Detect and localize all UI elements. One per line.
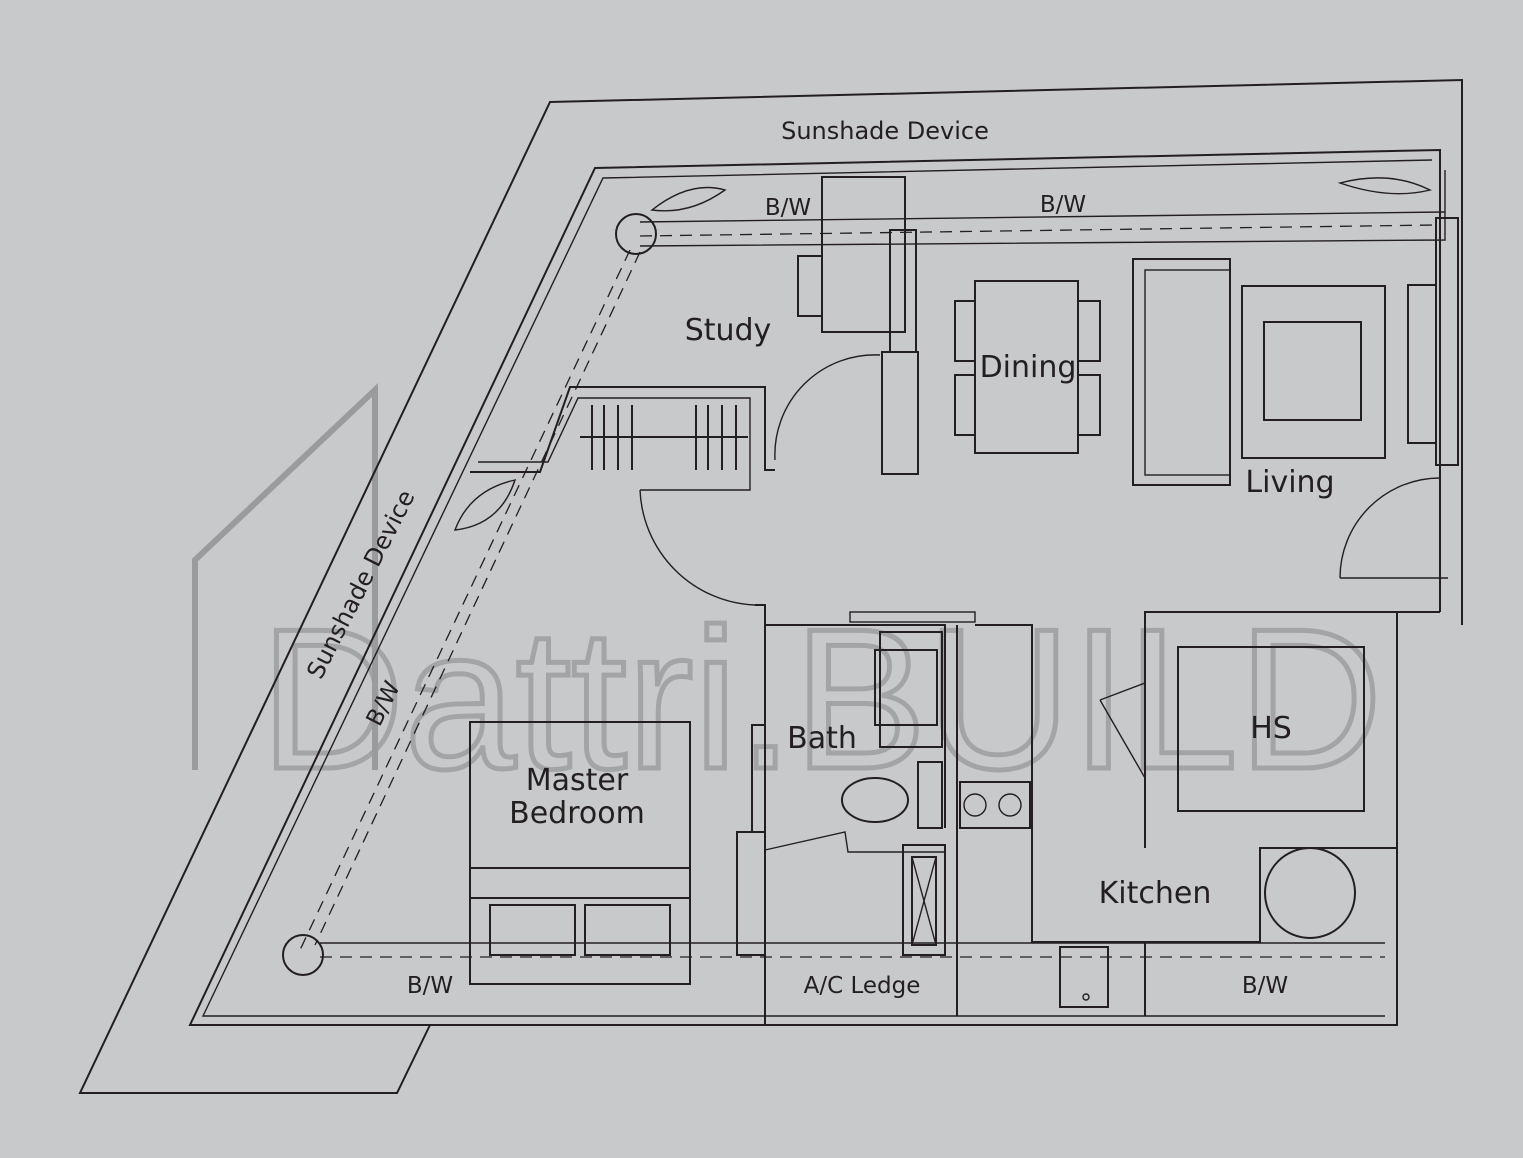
label-bw-bottom-left: B/W	[407, 973, 453, 999]
sunshade-outline	[78, 78, 1463, 1094]
label-study: Study	[685, 313, 772, 348]
label-sunshade-top: Sunshade Device	[781, 117, 989, 145]
label-living: Living	[1245, 465, 1334, 500]
label-master-bedroom-2: Bedroom	[509, 796, 645, 831]
label-bath: Bath	[787, 721, 857, 756]
label-hs: HS	[1250, 711, 1292, 746]
watermark-text: Dattri.BUILD	[260, 588, 1382, 811]
label-master-bedroom-1: Master	[526, 763, 629, 798]
label-bw-bottom-right: B/W	[1242, 973, 1288, 999]
label-ac-ledge: A/C Ledge	[804, 973, 921, 999]
label-bw-top-left: B/W	[765, 195, 811, 221]
watermark-house-icon	[192, 383, 378, 770]
label-dining: Dining	[980, 350, 1077, 385]
building-walls	[188, 148, 1459, 1026]
label-bw-top-right: B/W	[1040, 192, 1086, 218]
watermark: Dattri.BUILD	[192, 383, 1385, 814]
label-kitchen: Kitchen	[1099, 876, 1212, 911]
